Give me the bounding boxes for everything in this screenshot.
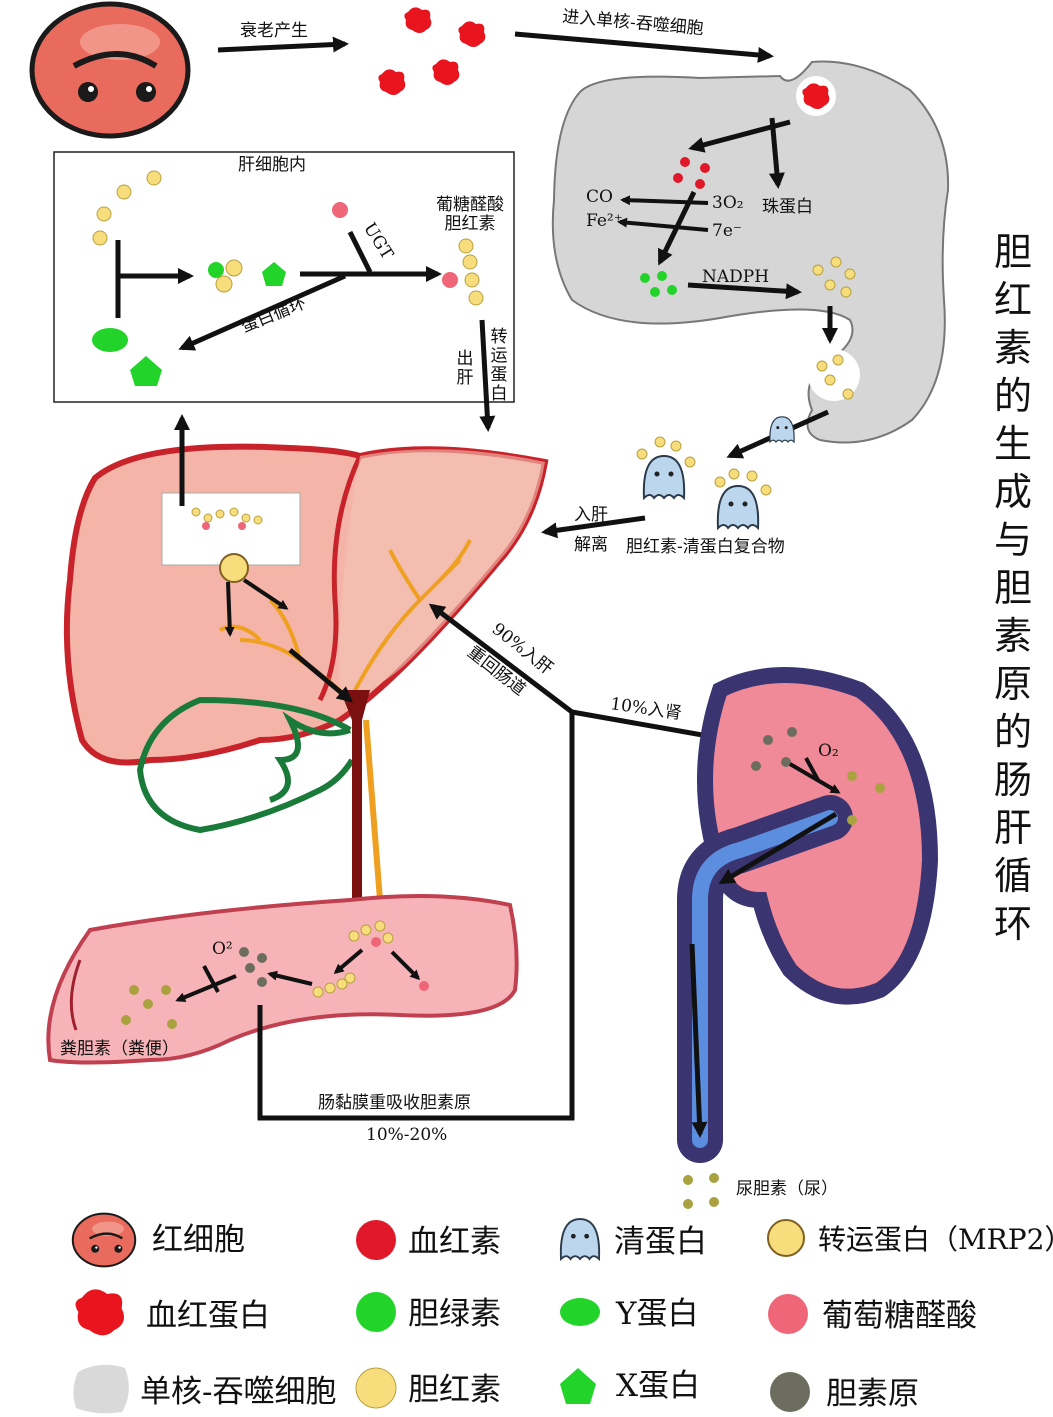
legend-label-bilinogen: 胆素原	[826, 1376, 919, 1412]
heme-dots	[673, 157, 710, 189]
diagram-title: 胆红素的生成与胆素原的肠肝循环	[993, 230, 1032, 946]
legend-label-macrophage: 单核-吞噬细胞	[140, 1374, 337, 1410]
dissociate-label: 解离	[574, 535, 608, 555]
bilinogen-dots-kidney	[751, 727, 797, 771]
liver-inset-dots	[191, 507, 263, 530]
hepatocyte-title: 肝细胞内	[238, 155, 306, 175]
legend-transport-protein-icon	[767, 1219, 805, 1257]
legend-albumin-icon	[559, 1218, 601, 1260]
legend-biliverdin-icon	[356, 1292, 396, 1332]
legend-label-biliverdin: 胆绿素	[408, 1296, 501, 1332]
stercobilin-dots	[121, 985, 177, 1029]
legend-label-bilirubin: 胆红素	[408, 1372, 501, 1408]
bilirubin-dots-macrophage	[812, 256, 856, 298]
glucuronide-bilirubin-dots	[442, 238, 484, 306]
o2-label: 3O₂	[712, 193, 744, 213]
enter-liver-label: 入肝	[574, 505, 608, 525]
legend-bilinogen-icon	[770, 1372, 810, 1412]
legend-bilirubin-icon	[355, 1367, 397, 1409]
legend-label-heme: 血红素	[408, 1224, 501, 1260]
fe-label: Fe²⁺	[586, 211, 623, 231]
legend-heme-icon	[356, 1220, 396, 1260]
intestine-bilirubin-2	[312, 972, 356, 998]
biliverdin-dots	[640, 271, 677, 297]
legend-glucuronic-acid-icon	[768, 1294, 808, 1334]
transport-protein-icon	[219, 553, 249, 583]
y-protein-icon	[92, 328, 128, 352]
aging-label: 衰老产生	[240, 21, 308, 41]
out-liver-label: 出肝	[456, 349, 474, 388]
nadph-label: NADPH	[702, 267, 770, 287]
enter-macrophage-arrow	[514, 31, 774, 63]
urobilin-dots-kidney	[847, 771, 885, 825]
stercobilin-label: 粪胆素（粪便）	[60, 1039, 179, 1059]
bilinogen-dots-gut	[239, 947, 267, 987]
legend-label-hemoglobin: 血红蛋白	[146, 1298, 270, 1334]
urobilin-label: 尿胆素（尿）	[736, 1179, 838, 1199]
complex-label: 胆红素-清蛋白复合物	[626, 537, 785, 557]
reabsorb-label: 肠黏膜重吸收胆素原	[318, 1093, 471, 1113]
red-blood-cell-icon	[32, 4, 188, 136]
legend-label-transport: 转运蛋白（MRP2）	[818, 1223, 1053, 1256]
globin-label: 珠蛋白	[762, 197, 813, 217]
reabsorb-pct-label: 10%-20%	[366, 1125, 448, 1145]
legend-hemoglobin-icon	[75, 1289, 125, 1336]
bilirubin-dots-hepatocyte	[92, 170, 162, 246]
albumin-icon	[636, 436, 772, 529]
aging-arrow	[217, 36, 349, 53]
legend-red-blood-cell-icon	[71, 1212, 137, 1268]
co-label: CO	[586, 187, 613, 207]
legend-label-albumin: 清蛋白	[614, 1224, 707, 1260]
kidney-o2-label: O₂	[818, 741, 839, 761]
legend-label-x-protein: X蛋白	[616, 1368, 701, 1404]
electron-label: 7e⁻	[712, 221, 742, 241]
ligand-complex	[208, 259, 286, 293]
intestine-bilirubin	[348, 920, 394, 947]
legend-y-protein-icon	[560, 1298, 600, 1326]
urobilin-dots-urine	[683, 1173, 719, 1209]
hemoglobin-group	[378, 7, 486, 95]
macrophage-icon	[551, 60, 950, 444]
legend-macrophage-icon	[73, 1364, 129, 1414]
transport-protein-label: 转运蛋白	[490, 327, 508, 404]
glucuronide-bilirubin-label: 葡糖醛酸 胆红素	[436, 195, 504, 234]
legend-label-glucuronic: 葡萄糖醛酸	[822, 1298, 977, 1334]
legend-label-rbc: 红细胞	[152, 1222, 245, 1258]
x-protein-icon	[130, 356, 162, 386]
legend-x-protein-icon	[560, 1368, 596, 1404]
intestine	[46, 894, 519, 1065]
gut-o2-label: O²	[212, 939, 233, 959]
legend-label-y-protein: Y蛋白	[616, 1296, 699, 1332]
